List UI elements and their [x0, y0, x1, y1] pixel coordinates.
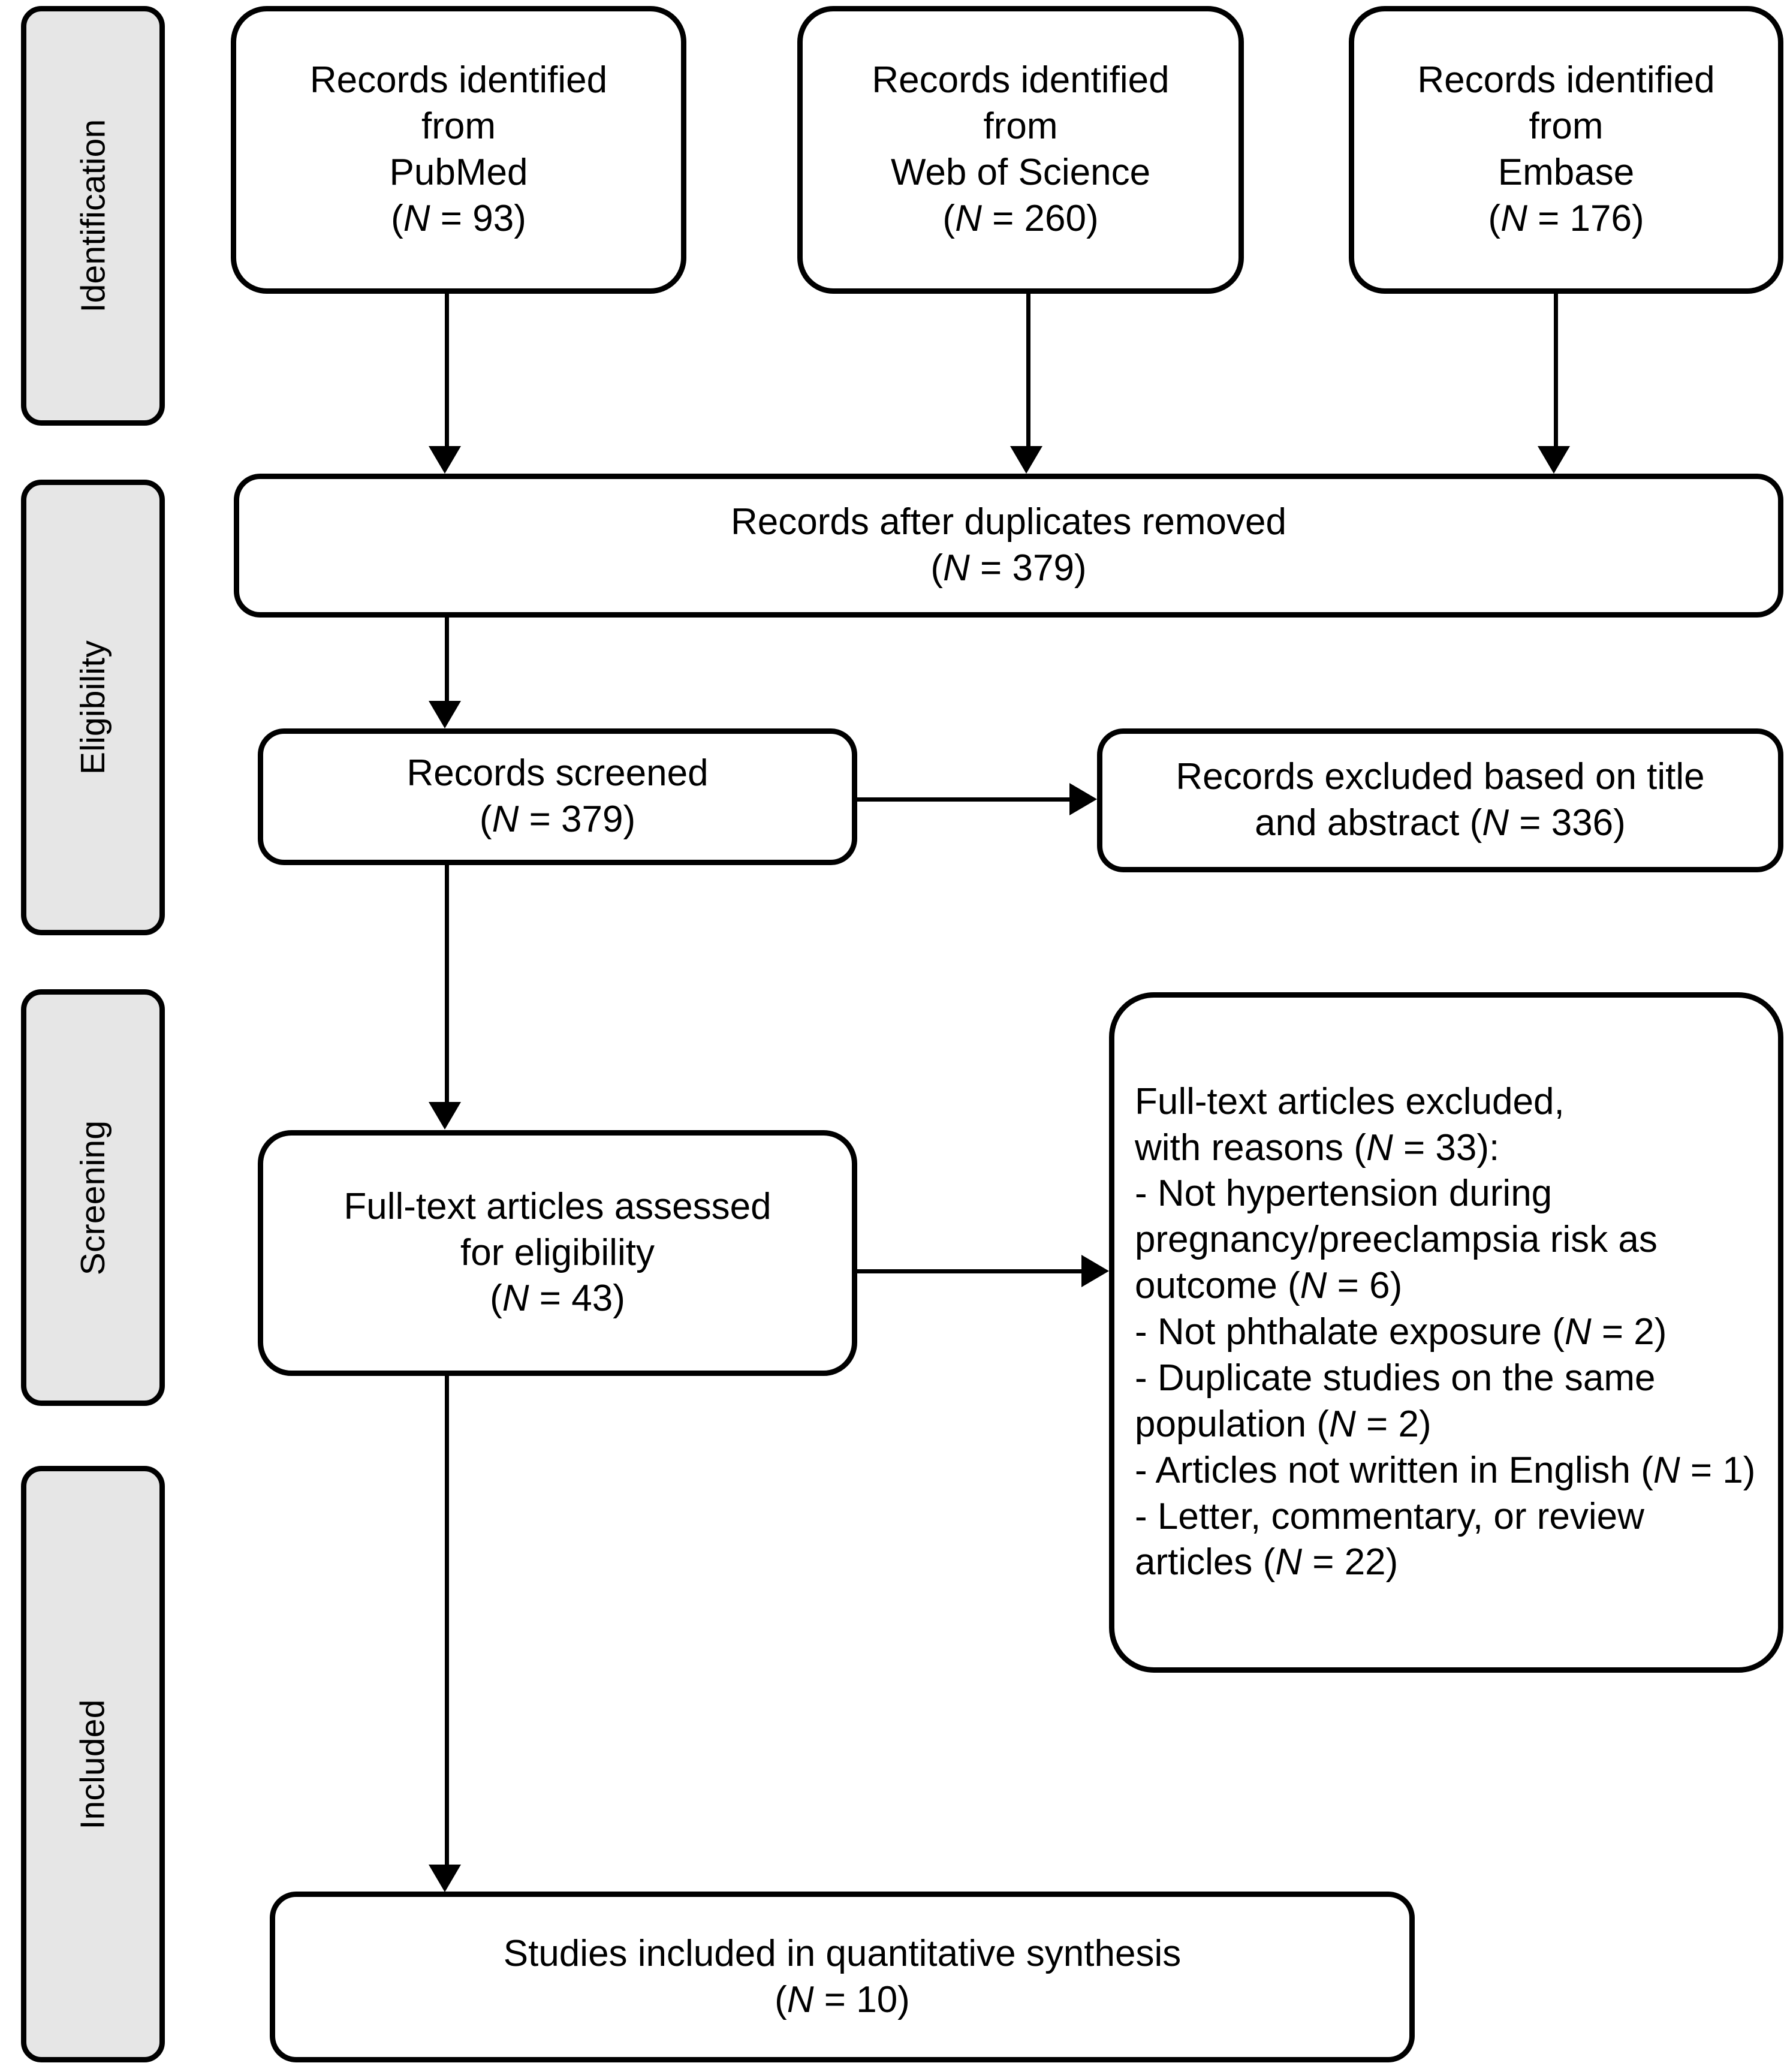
source-pubmed-line1: Records identified: [309, 59, 608, 101]
node-records-screened[interactable]: Records screened (N = 379): [258, 728, 857, 865]
stage-tab-identification-label: Identification: [74, 119, 112, 313]
records-excluded-line1: Records excluded based on title: [1176, 756, 1705, 798]
stage-tab-included-label: Included: [73, 1698, 112, 1830]
studies-included-count: (N = 10): [775, 1978, 910, 2020]
stage-tab-eligibility[interactable]: Eligibility: [21, 480, 165, 935]
source-embase-line3: Embase: [1497, 152, 1635, 193]
connector-duplicates-to-screened: [445, 618, 449, 704]
arrowhead-embase-to-duplicates: [1538, 446, 1570, 474]
excluded-reason-item: - Letter, commentary, or review articles…: [1135, 1495, 1644, 1583]
node-records-identified-pubmed[interactable]: Records identified from PubMed (N = 93): [231, 6, 686, 294]
full-text-assessed-count: (N = 43): [490, 1278, 625, 1320]
arrowhead-pubmed-to-duplicates: [429, 446, 461, 474]
excluded-reasons-heading-line2: with reasons (N = 33):: [1135, 1127, 1500, 1168]
node-records-identified-pubmed-text: Records identified from PubMed (N = 93): [297, 58, 620, 242]
node-records-screened-text: Records screened (N = 379): [393, 751, 721, 843]
source-wos-count: (N = 260): [942, 197, 1099, 239]
duplicates-removed-line1: Records after duplicates removed: [730, 501, 1286, 543]
duplicates-removed-count: (N = 379): [930, 547, 1087, 589]
connector-embase-to-duplicates: [1554, 294, 1558, 450]
stage-tab-screening[interactable]: Screening: [21, 989, 165, 1406]
node-records-identified-web-of-science-text: Records identified from Web of Science (…: [858, 58, 1182, 242]
node-records-after-duplicates-removed[interactable]: Records after duplicates removed (N = 37…: [234, 474, 1783, 618]
full-text-assessed-line1: Full-text articles assessed: [343, 1185, 772, 1227]
excluded-reason-item: - Not hypertension during pregnancy/pree…: [1135, 1173, 1658, 1307]
node-records-identified-embase[interactable]: Records identified from Embase (N = 176): [1349, 6, 1783, 294]
connector-screened-to-fulltext: [445, 865, 449, 1105]
node-records-identified-web-of-science[interactable]: Records identified from Web of Science (…: [797, 6, 1244, 294]
full-text-assessed-line2: for eligibility: [460, 1231, 655, 1273]
stage-tab-screening-label: Screening: [74, 1120, 112, 1275]
source-wos-line1: Records identified: [872, 59, 1170, 101]
stage-tab-included[interactable]: Included: [21, 1466, 165, 2062]
source-wos-line2: from: [983, 106, 1058, 147]
connector-screened-to-excluded: [857, 797, 1070, 802]
node-records-after-duplicates-removed-text: Records after duplicates removed (N = 37…: [718, 499, 1300, 592]
connector-pubmed-to-duplicates: [445, 294, 449, 450]
arrowhead-duplicates-to-screened: [429, 701, 461, 728]
arrowhead-screened-to-fulltext: [429, 1102, 461, 1130]
arrowhead-screened-to-excluded: [1069, 783, 1097, 815]
arrowhead-wos-to-duplicates: [1010, 446, 1042, 474]
stage-tab-eligibility-label: Eligibility: [74, 640, 113, 775]
excluded-reason-item: - Articles not written in English (N = 1…: [1135, 1449, 1756, 1491]
source-embase-count: (N = 176): [1488, 197, 1644, 239]
arrowhead-fulltext-to-included: [429, 1865, 461, 1892]
source-pubmed-count: (N = 93): [391, 197, 526, 239]
arrowhead-fulltext-to-excluded-reasons: [1081, 1255, 1109, 1287]
records-screened-count: (N = 379): [479, 799, 636, 840]
stage-tab-identification[interactable]: Identification: [21, 6, 165, 426]
excluded-reason-item: - Duplicate studies on the same populati…: [1135, 1357, 1656, 1445]
node-records-excluded-title-abstract-text: Records excluded based on title and abst…: [1162, 754, 1717, 847]
node-full-text-assessed[interactable]: Full-text articles assessed for eligibil…: [258, 1130, 857, 1376]
excluded-reason-item: - Not phthalate exposure (N = 2): [1135, 1311, 1667, 1353]
records-excluded-line2: and abstract (N = 336): [1255, 802, 1626, 844]
source-embase-line1: Records identified: [1417, 59, 1715, 101]
connector-wos-to-duplicates: [1026, 294, 1030, 450]
node-full-text-excluded-with-reasons[interactable]: Full-text articles excluded, with reason…: [1109, 992, 1783, 1673]
source-embase-line2: from: [1529, 106, 1604, 147]
excluded-reasons-heading-line1: Full-text articles excluded,: [1135, 1080, 1565, 1122]
node-studies-included[interactable]: Studies included in quantitative synthes…: [270, 1892, 1415, 2062]
source-pubmed-line2: from: [421, 106, 496, 147]
source-pubmed-line3: PubMed: [389, 152, 528, 193]
studies-included-line1: Studies included in quantitative synthes…: [503, 1932, 1182, 1974]
connector-fulltext-to-excluded-reasons: [857, 1269, 1082, 1273]
node-records-identified-embase-text: Records identified from Embase (N = 176): [1404, 58, 1728, 242]
connector-fulltext-to-included: [445, 1376, 449, 1868]
records-screened-line1: Records screened: [406, 752, 709, 794]
node-full-text-excluded-with-reasons-text: Full-text articles excluded, with reason…: [1114, 1079, 1778, 1586]
node-records-excluded-title-abstract[interactable]: Records excluded based on title and abst…: [1097, 728, 1783, 872]
node-full-text-assessed-text: Full-text articles assessed for eligibil…: [330, 1184, 784, 1323]
node-studies-included-text: Studies included in quantitative synthes…: [490, 1931, 1194, 2023]
source-wos-line3: Web of Science: [890, 152, 1151, 193]
